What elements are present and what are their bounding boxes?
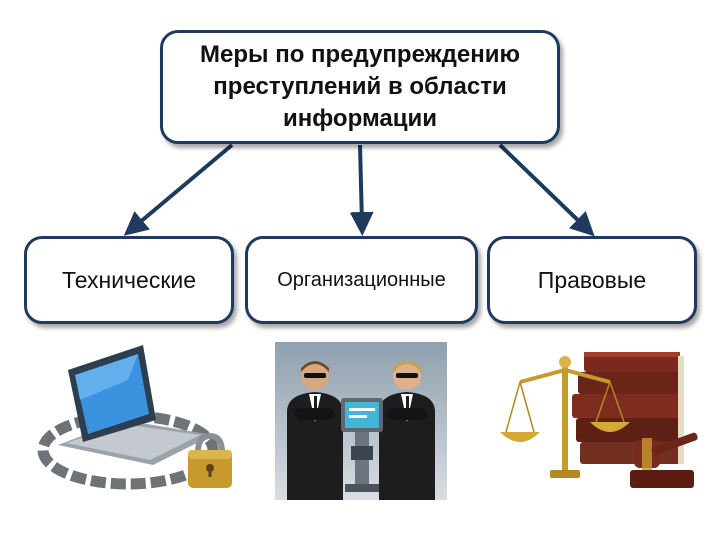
root-node: Меры по предупреждению преступлений в об… [160,30,560,144]
node-technical: Технические [24,236,234,324]
arrow-to-organizational [349,144,374,236]
arrow-to-legal [498,143,595,237]
laptop-chain-padlock-image [28,340,238,502]
security-guards-image [275,342,447,500]
node-organizational: Организационные [245,236,478,324]
node-organizational-label: Организационные [277,268,446,291]
node-legal-label: Правовые [537,266,647,293]
root-label: Меры по предупреждению преступлений в об… [200,41,520,132]
node-technical-label: Технические [61,266,197,293]
arrow-to-technical [123,143,234,236]
scales-books-gavel-image [492,342,704,502]
node-legal: Правовые [487,236,697,324]
